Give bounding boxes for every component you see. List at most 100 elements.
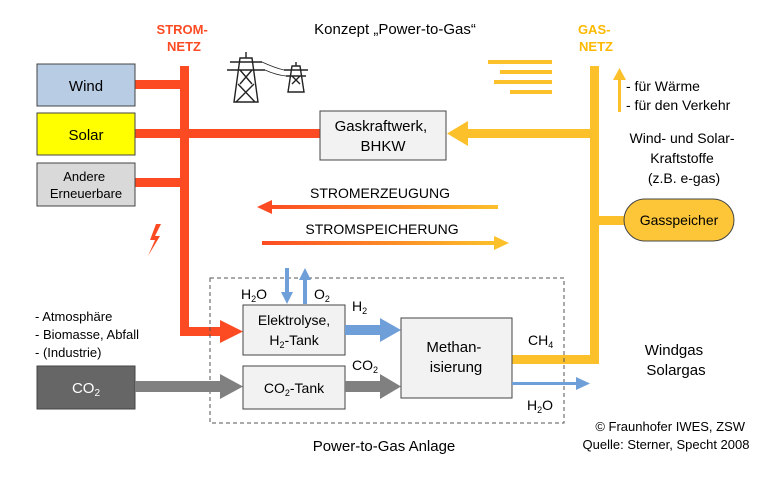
windgas-line-1: Windgas <box>645 342 703 359</box>
elektrolyse-tank: -Tank <box>284 332 319 348</box>
co2-to-tank-arrowhead <box>220 374 243 399</box>
stromerzeugung-arrow-shaft <box>270 205 498 209</box>
o2-out-label: O2 <box>314 286 330 304</box>
elektrolyse-line-1: Elektrolyse, <box>258 312 330 328</box>
kraftstoffe-line-3: (z.B. e-gas) <box>648 170 720 186</box>
solar-to-gaskraftwerk-line <box>135 129 320 138</box>
wind-connection <box>135 80 185 89</box>
netz-to-elektrolyse-arrowhead <box>220 320 243 343</box>
ch4-label: CH4 <box>528 332 553 350</box>
h2-arrowhead <box>380 318 401 342</box>
ch4-sub: 4 <box>548 340 553 350</box>
methanisierung-label: Methan- isierung <box>426 339 485 376</box>
andere-connection <box>135 178 185 187</box>
h2o-in-rest: O <box>256 286 267 302</box>
page-title: Konzept „Power-to-Gas“ <box>314 21 476 38</box>
andere-box <box>36 162 136 207</box>
gas-uses-label: - für Wärme - für den Verkehr <box>626 78 731 113</box>
kraftstoffe-line-2: Kraftstoffe <box>650 150 714 166</box>
gasnetz-to-gaskraftwerk-arrowhead <box>447 121 468 146</box>
wind-box <box>36 63 136 107</box>
h2o-out-label: H2O <box>527 397 553 415</box>
andere-line-2: Erneuerbare <box>50 186 122 201</box>
co2-source-atmosphaere: - Atmosphäre <box>35 309 112 324</box>
h2-sub: 2 <box>362 306 367 316</box>
gasspeicher-label: Gasspeicher <box>640 212 719 228</box>
h2o-out-main: H <box>527 397 537 413</box>
h2o-in-main: H <box>241 286 251 302</box>
h2o-in-label: H2O <box>241 286 267 304</box>
strom-netz-line-1: STROM- <box>157 22 208 37</box>
solar-box <box>36 112 136 156</box>
elektrolyse-line-2: H2-Tank <box>269 332 319 350</box>
gas-pipe-icon <box>488 60 552 94</box>
h2-arrow-shaft <box>345 325 381 335</box>
gas-use-verkehr: - für den Verkehr <box>626 97 731 113</box>
gas-uses-arrow-shaft <box>618 78 621 112</box>
anlage-label: Power-to-Gas Anlage <box>313 438 456 455</box>
ch4-to-gasnetz-line <box>512 355 599 364</box>
credit-label: © Fraunhofer IWES, ZSW Quelle: Sterner, … <box>583 419 750 452</box>
stromerzeugung-arrowhead <box>257 200 272 214</box>
co2-tank-main: CO <box>264 380 285 396</box>
stromspeicherung-label: STROMSPEICHERUNG <box>305 221 458 237</box>
stromspeicherung-arrowhead <box>494 236 509 250</box>
h2-label: H2 <box>352 298 367 316</box>
co2-label-sub: 2 <box>373 365 378 375</box>
stromspeicherung-arrow-shaft <box>262 241 496 245</box>
co2-source-biomasse: - Biomasse, Abfall <box>35 327 139 342</box>
co2-box-main: CO <box>72 380 95 397</box>
co2-box-sub: 2 <box>94 388 100 399</box>
windgas-label: Windgas Solargas <box>645 342 708 379</box>
methanisierung-line-2: isierung <box>430 359 483 376</box>
gasspeicher-box <box>623 198 735 242</box>
methanisierung-box <box>400 317 513 399</box>
gaskraftwerk-box <box>319 110 447 161</box>
power-to-gas-anlage-frame <box>209 277 565 424</box>
andere-line-1: Andere <box>63 169 105 184</box>
ch4-main: CH <box>528 332 548 348</box>
h2-main: H <box>352 298 362 314</box>
windgas-line-2: Solargas <box>646 362 705 379</box>
h2o-out-arrowhead <box>576 377 590 390</box>
co2-sources-label: - Atmosphäre - Biomasse, Abfall - (Indus… <box>35 309 143 360</box>
h2o-in-arrowhead <box>281 292 293 304</box>
andere-label: Andere Erneuerbare <box>50 169 122 201</box>
gas-netz-line-1: GAS- <box>578 22 611 37</box>
co2-label-main: CO <box>352 357 373 373</box>
co2-to-methan-arrow-shaft <box>345 381 381 392</box>
h2o-out-rest: O <box>542 397 553 413</box>
credit-line-1: © Fraunhofer IWES, ZSW <box>595 419 745 434</box>
gas-netz-line <box>590 66 599 364</box>
gaskraftwerk-line-1: Gaskraftwerk, <box>335 118 428 135</box>
gas-uses-arrowhead <box>613 68 626 80</box>
elektrolyse-h-sub: 2 <box>279 340 284 350</box>
h2o-out-sub: 2 <box>537 405 542 415</box>
strom-netz-line-2: NETZ <box>167 39 201 54</box>
gas-netz-line-2: NETZ <box>579 39 613 54</box>
credit-line-2: Quelle: Sterner, Specht 2008 <box>583 437 750 452</box>
co2-label: CO2 <box>352 357 378 375</box>
gaskraftwerk-line-2: BHKW <box>361 138 407 155</box>
kraftstoffe-label: Wind- und Solar- Kraftstoffe (z.B. e-gas… <box>630 130 739 186</box>
co2-to-tank-arrow-shaft <box>135 381 221 392</box>
co2-source-industrie: - (Industrie) <box>35 345 101 360</box>
co2-tank-sub: 2 <box>285 388 290 398</box>
co2-tank-label: CO2-Tank <box>264 380 325 398</box>
gasspeicher-connection <box>594 216 626 225</box>
elektrolyse-box <box>242 304 346 356</box>
gaskraftwerk-label: Gaskraftwerk, BHKW <box>335 118 432 155</box>
strom-netz-line <box>180 66 189 336</box>
gas-use-waerme: - für Wärme <box>626 78 700 94</box>
lightning-icon <box>148 224 161 256</box>
elektrolyse-h: H <box>269 332 279 348</box>
co2-tank-rest: -Tank <box>290 380 325 396</box>
netz-to-elektrolyse-line <box>180 327 220 336</box>
gasnetz-to-gaskraftwerk-line <box>468 129 594 138</box>
solar-label: Solar <box>68 127 103 144</box>
co2-box-label: CO2 <box>72 380 101 399</box>
wind-label: Wind <box>69 78 103 95</box>
o2-out-arrowhead <box>299 268 311 280</box>
power-pylon-icon <box>227 52 308 103</box>
